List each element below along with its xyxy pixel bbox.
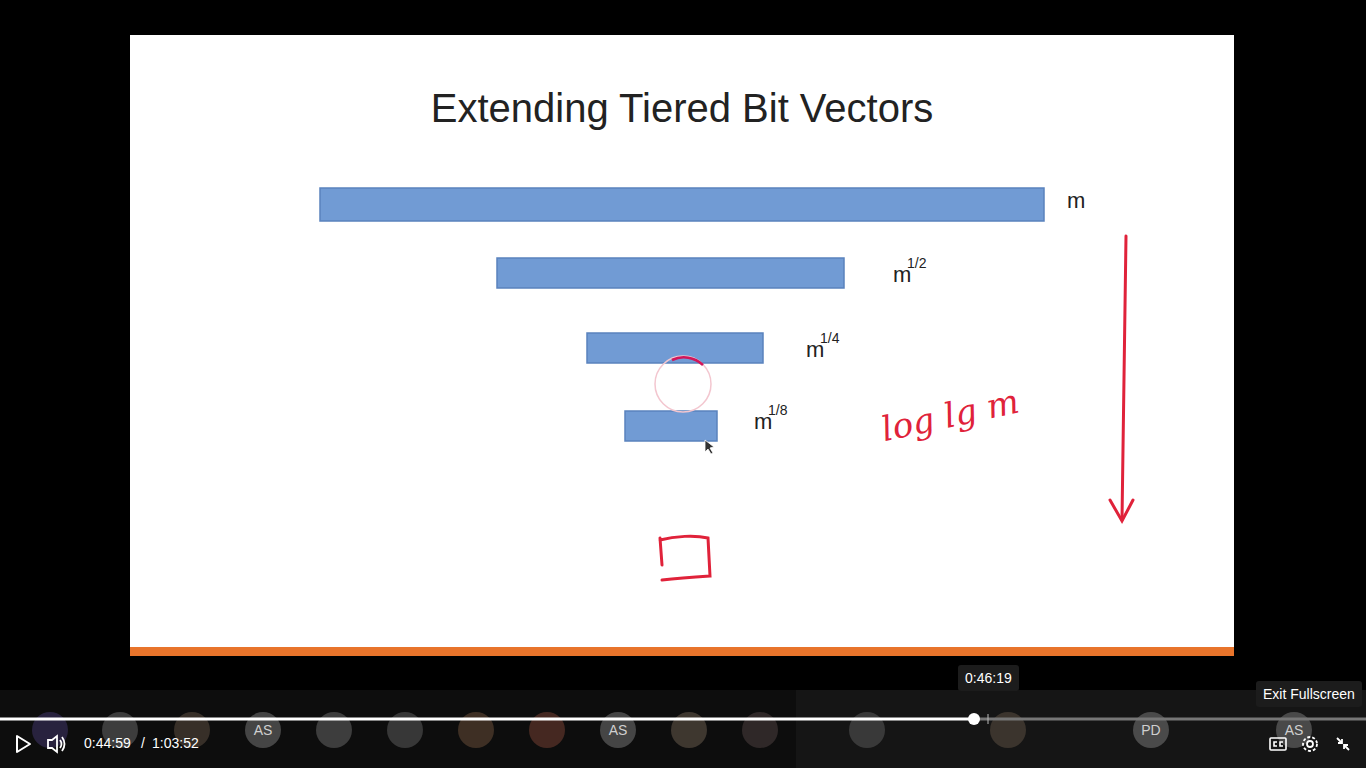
time-separator: / [141,735,145,751]
size-exponent: 1/2 [907,255,926,271]
size-exponent: 1/4 [820,330,839,346]
control-bar [0,690,1366,768]
avatar-initials: AS [600,722,636,738]
slide-title: Extending Tiered Bit Vectors [130,86,1234,131]
size-exponent: 1/8 [768,402,787,418]
settings-icon [1303,737,1317,751]
progress-remaining [974,718,1366,721]
mouse-cursor [705,440,714,454]
volume-icon [48,736,65,752]
size-label: m [1067,188,1085,213]
hover-marker [988,714,989,724]
progress-knob [968,713,980,725]
slide [130,35,1234,656]
loading-spinner-arc [672,357,703,365]
red-annotations [660,236,1133,580]
avatar-initials: PD [1133,722,1169,738]
current-time: 0:44:59 [84,735,131,751]
slide-footer-bar [130,647,1234,656]
play-icon [17,736,30,752]
avatar-initials: AS [1276,722,1312,738]
loading-spinner [655,356,711,412]
progress-played [0,718,974,721]
button-tooltip: Exit Fullscreen [1256,681,1362,707]
avatar-initials: AS [245,722,281,738]
time-tooltip: 0:46:19 [958,665,1019,691]
exit-fullscreen-icon [1337,738,1349,750]
participant-avatars [32,712,1312,748]
total-time: 1:03:52 [152,735,199,751]
captions-icon [1270,738,1286,750]
